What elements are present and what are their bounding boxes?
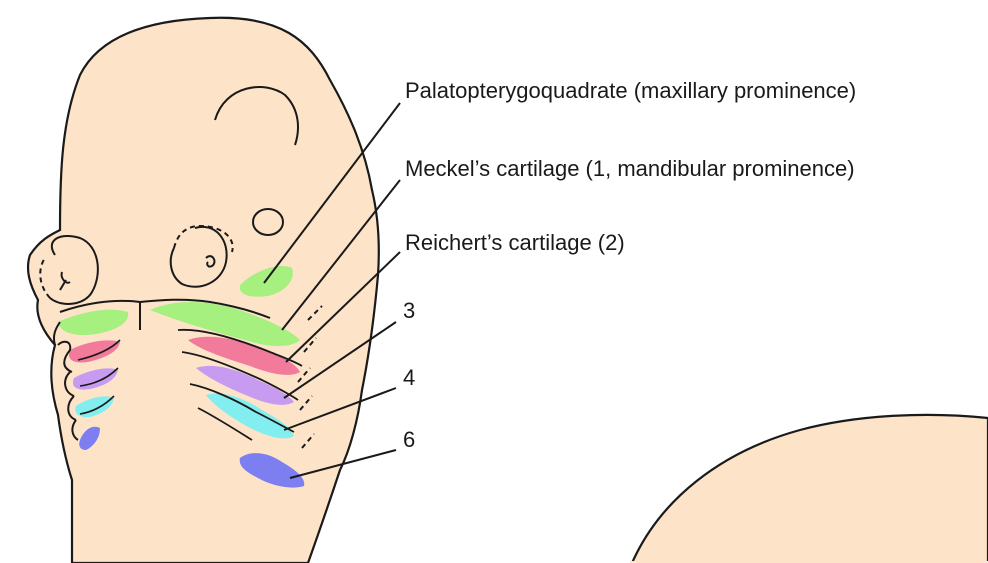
label-arch-3: 3 [403,300,415,322]
label-arch-4: 4 [403,367,415,389]
cardiac-prominence [632,415,988,563]
label-meckels-cartilage: Meckel’s cartilage (1, mandibular promin… [405,158,855,180]
label-arch-6: 6 [403,429,415,451]
label-reicherts-cartilage: Reichert’s cartilage (2) [405,232,625,254]
embryo-body [28,18,379,563]
label-palatopterygoquadrate: Palatopterygoquadrate (maxillary promine… [405,80,856,102]
